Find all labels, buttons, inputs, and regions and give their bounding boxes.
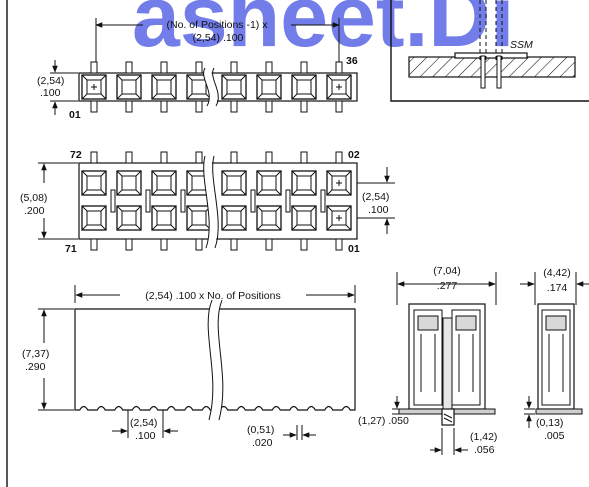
contact-opening: [121, 210, 137, 226]
pin-01-label: 01: [69, 109, 81, 121]
pin-stub: [300, 238, 308, 251]
single-height-mm: (2,54): [37, 75, 64, 87]
contact-opening: [296, 79, 312, 95]
contact-opening: [191, 79, 207, 95]
double-row-section: (7,04) .277 (1,27) .050 (1,42) .056: [358, 265, 497, 456]
contact-opening: [261, 210, 277, 226]
pin-stub: [335, 151, 343, 164]
row-pitch-in: .100: [368, 204, 389, 216]
pin-stub: [230, 151, 238, 164]
row-divider: [250, 189, 256, 213]
pin-02-label: 02: [348, 149, 360, 161]
pin-stub: [125, 61, 133, 74]
pin-36-label: 36: [346, 55, 358, 67]
pin-stub: [300, 61, 308, 74]
pin-stub: [300, 151, 308, 164]
single-row-section: (4,42) .174 (0,13) .005: [520, 267, 589, 442]
gap-in: .005: [544, 430, 565, 442]
double-width-in: .200: [24, 205, 45, 217]
pin-stub: [125, 238, 133, 251]
pin-stub: [90, 238, 98, 251]
pin-71-label: 71: [65, 243, 77, 255]
row-divider: [285, 189, 291, 213]
pin-stub: [160, 151, 168, 164]
notch-in: .020: [252, 437, 273, 449]
pin-stub: [335, 238, 343, 251]
pin-stub: [90, 151, 98, 164]
contact-opening: [156, 79, 172, 95]
row-divider: [180, 189, 186, 213]
single-height-in: .100: [40, 87, 61, 99]
pin-stub: [265, 238, 273, 251]
row-pitch-mm: (2,54): [362, 191, 389, 203]
pitch-dim-line1: (No. of Positions -1) x: [167, 19, 269, 31]
row-divider: [145, 189, 151, 213]
pin-stub: [195, 61, 203, 74]
tail-mm: (1,42): [470, 431, 497, 443]
pin-stub: [335, 61, 343, 74]
double-section-width-mm: (7,04): [433, 265, 460, 277]
pin-01b-label: 01: [348, 243, 360, 255]
pin-stub: [160, 238, 168, 251]
standoff-label: (1,27) .050: [358, 415, 409, 427]
pin-72-label: 72: [70, 149, 82, 161]
contact-opening: [296, 210, 312, 226]
pin-stub: [160, 61, 168, 74]
double-section-width-in: .277: [437, 280, 458, 292]
contact-opening: [121, 175, 137, 191]
pin-stub: [195, 238, 203, 251]
pin-stub: [265, 100, 273, 113]
pin-stub: [300, 100, 308, 113]
row-divider: [320, 189, 326, 213]
pin-stub: [125, 100, 133, 113]
single-section-width-in: .174: [547, 282, 568, 294]
tail-in: .056: [474, 444, 495, 456]
pin-stub: [195, 151, 203, 164]
pitch-in: .100: [135, 430, 156, 442]
pin-stub: [90, 61, 98, 74]
pitch-dim-line2: (2,54) .100: [193, 32, 244, 44]
contact-opening: [261, 175, 277, 191]
contact-opening: [156, 210, 172, 226]
contact-opening: [121, 79, 137, 95]
mounting-inset: SSM: [390, 0, 589, 102]
double-row-top-view: 72 02 71 01 (5,08) .200 (2,54) .100: [20, 149, 395, 255]
pin-stub: [90, 100, 98, 113]
side-height-mm: (7,37): [22, 348, 49, 360]
contact-opening: [261, 79, 277, 95]
pin-stub: [230, 238, 238, 251]
inset-label: SSM: [510, 39, 533, 51]
notch-mm: (0,51): [247, 424, 274, 436]
single-section-width-mm: (4,42): [543, 267, 570, 279]
contact-opening: [296, 175, 312, 191]
length-dim-label: (2,54) .100 x No. of Positions: [145, 290, 280, 302]
pin-stub: [230, 100, 238, 113]
contact-opening: [226, 79, 242, 95]
gap-mm: (0,13): [536, 417, 563, 429]
contact-opening: [156, 175, 172, 191]
side-view: (2,54) .100 x No. of Positions (7,37) .2…: [22, 285, 356, 449]
pin-stub: [265, 151, 273, 164]
side-height-in: .290: [25, 361, 46, 373]
pitch-mm: (2,54): [130, 417, 157, 429]
contact-opening: [86, 175, 102, 191]
single-row-top-view: (No. of Positions -1) x (2,54) .100 36 0…: [37, 18, 358, 121]
pin-stub: [195, 100, 203, 113]
contact-opening: [226, 210, 242, 226]
contact-opening: [226, 175, 242, 191]
double-width-mm: (5,08): [20, 192, 47, 204]
watermark-text: asheet.Di: [132, 0, 514, 65]
pin-stub: [160, 100, 168, 113]
row-divider: [110, 189, 116, 213]
pin-stub: [265, 61, 273, 74]
pin-stub: [125, 151, 133, 164]
contact-opening: [191, 210, 207, 226]
pin-stub: [230, 61, 238, 74]
contact-opening: [86, 210, 102, 226]
pin-stub: [335, 100, 343, 113]
